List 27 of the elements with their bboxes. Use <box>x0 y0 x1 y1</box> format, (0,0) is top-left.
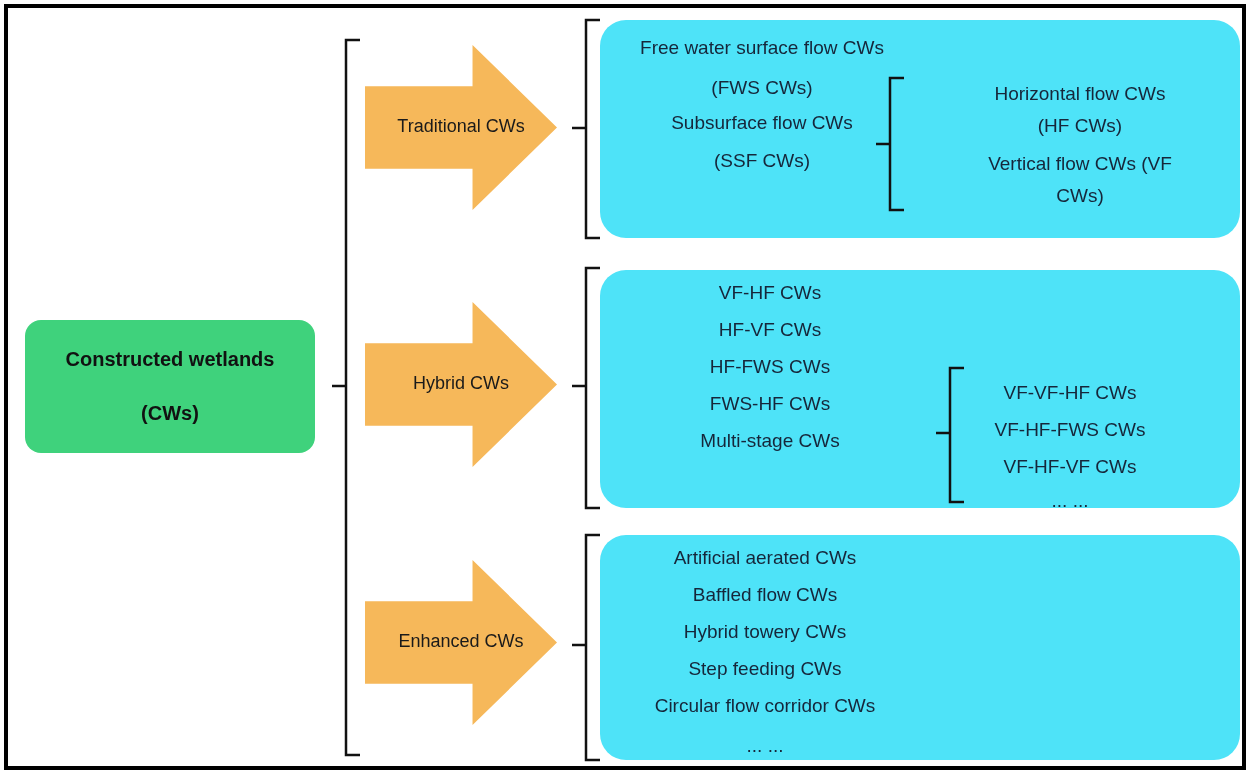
list-item: VF-HF CWs <box>717 281 823 305</box>
list-item: ... ... <box>745 734 785 758</box>
list-item: Circular flow corridor CWs <box>653 694 877 718</box>
list-panel <box>600 535 1240 760</box>
list-item: Vertical flow CWs (VF CWs) <box>987 152 1173 208</box>
list-item: VF-VF-HF CWs <box>1002 381 1138 405</box>
list-item: VF-HF-FWS CWs <box>993 418 1147 442</box>
list-item: Hybrid towery CWs <box>682 620 848 644</box>
category-label: Hybrid CWs <box>412 372 510 394</box>
list-item: Step feeding CWs <box>687 657 843 681</box>
category-label: Enhanced CWs <box>397 630 525 652</box>
list-panel <box>600 20 1240 238</box>
root-title: Constructed wetlands (CWs) <box>64 347 276 426</box>
list-item: Baffled flow CWs <box>691 583 839 607</box>
list-item: Subsurface flow CWs (SSF CWs) <box>670 111 854 173</box>
list-item: VF-HF-VF CWs <box>1002 455 1138 479</box>
list-item: HF-VF CWs <box>717 318 823 342</box>
list-item: Multi-stage CWs <box>699 429 841 453</box>
list-item: HF-FWS CWs <box>708 355 832 379</box>
category-label: Traditional CWs <box>396 115 526 137</box>
list-item: Free water surface flow CWs (FWS CWs) <box>639 36 885 100</box>
list-item: ... ... <box>1050 489 1090 513</box>
list-item: FWS-HF CWs <box>708 392 832 416</box>
list-panel <box>600 270 1240 508</box>
list-item: Horizontal flow CWs (HF CWs) <box>993 82 1167 138</box>
root-box <box>25 320 315 453</box>
list-item: Artificial aerated CWs <box>672 546 858 570</box>
